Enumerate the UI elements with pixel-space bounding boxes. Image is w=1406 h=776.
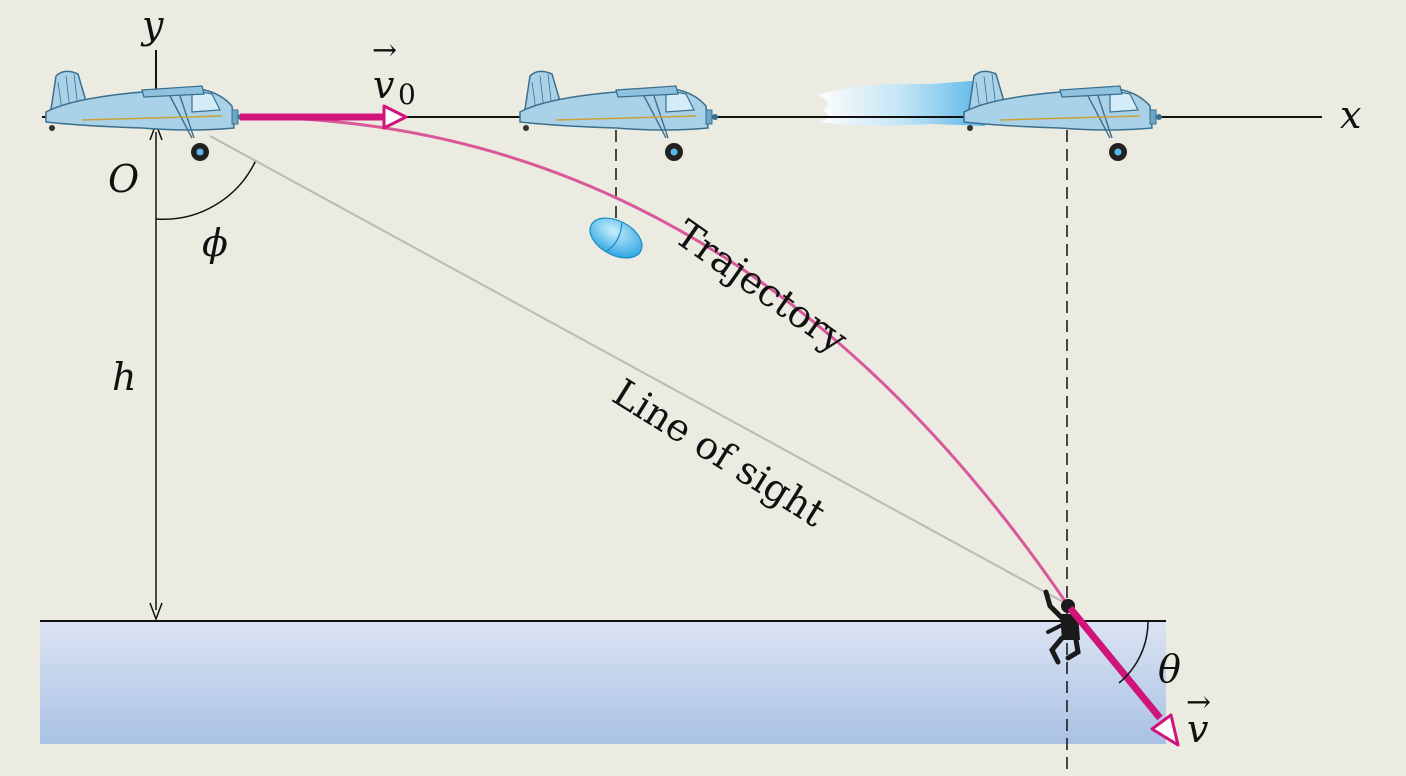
v-vector-head (1150, 713, 1180, 747)
airplane-icon (519, 70, 719, 162)
origin-label: O (108, 157, 139, 201)
phi-angle-arc (155, 159, 257, 221)
height-arrow-bottom (149, 602, 163, 622)
v0-arrow-accent: → (372, 33, 397, 68)
y-axis-label: y (140, 3, 164, 47)
v-vector-shaft (1067, 605, 1163, 721)
phi-label: ϕ (202, 221, 228, 265)
x-axis-label: x (1340, 93, 1361, 137)
v-arrow-accent: → (1186, 685, 1211, 720)
motion-blur-icon (818, 80, 985, 126)
v-label: v (1187, 707, 1209, 751)
theta-label: θ (1158, 647, 1181, 691)
line-of-sight (209, 135, 1068, 605)
airplane-icon (45, 70, 245, 162)
capsule-icon (589, 217, 643, 259)
trajectory-label: Trajectory (667, 211, 856, 362)
height-label: h (112, 355, 136, 399)
theta-angle-arc (1118, 621, 1149, 684)
v0-label: v (373, 63, 395, 107)
v0-vector-head (382, 104, 408, 130)
v0-subscript: 0 (398, 78, 416, 111)
airplane-icon (963, 70, 1163, 162)
castaway-icon (1043, 589, 1081, 665)
trajectory-curve (239, 115, 1069, 605)
water-surface (40, 621, 1166, 744)
line-of-sight-label: Line of sight (605, 370, 833, 535)
